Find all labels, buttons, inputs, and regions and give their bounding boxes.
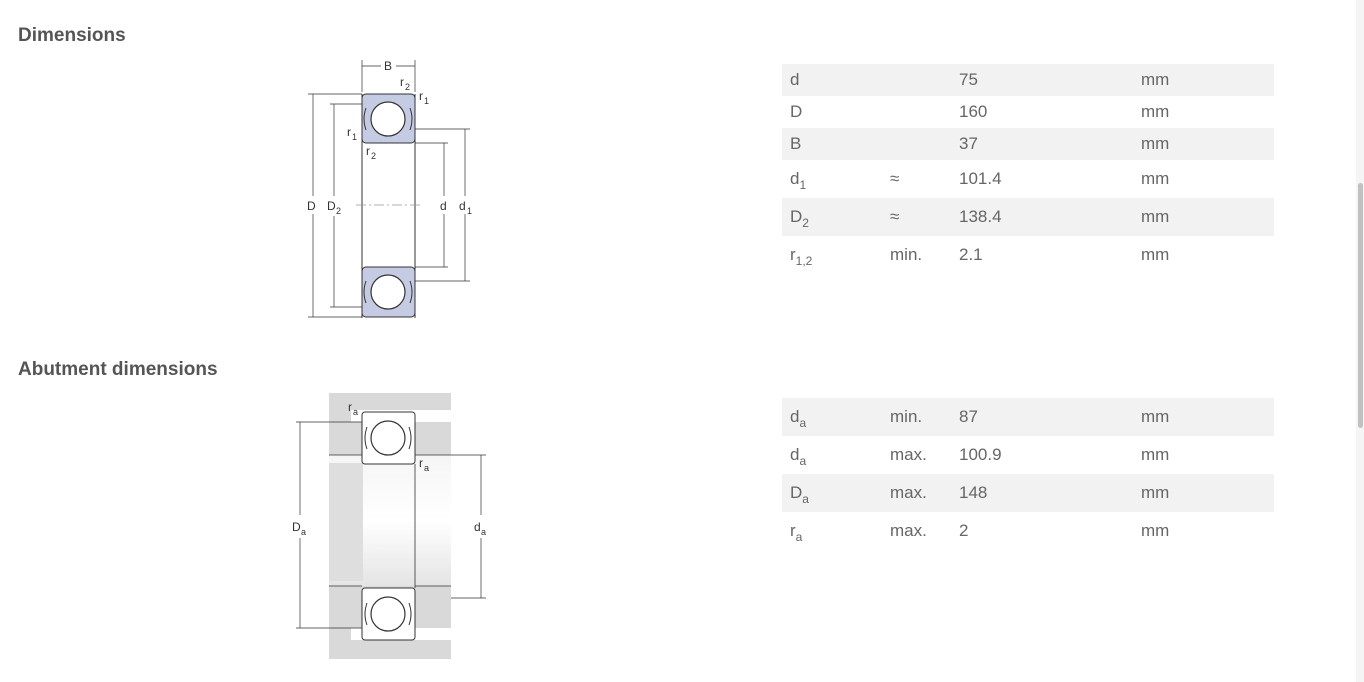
symbol-cell: Da <box>790 483 809 506</box>
symbol-cell: ra <box>790 521 803 544</box>
qualifier-cell <box>882 64 951 96</box>
qualifier-cell <box>882 96 951 128</box>
label-da-sub: a <box>481 527 486 537</box>
table-row: da min. 87 mm <box>782 398 1274 436</box>
scrollbar[interactable] <box>1356 0 1364 682</box>
qualifier-cell: min. <box>890 407 923 426</box>
dimensions-title: Dimensions <box>18 25 126 46</box>
value-cell: 37 <box>959 134 978 153</box>
label-r2-bottom-sub: 2 <box>371 151 376 161</box>
value-cell: 87 <box>959 407 978 426</box>
label-D2: D <box>327 199 336 213</box>
table-row: ra max. 2 mm <box>782 512 1274 550</box>
unit-cell: mm <box>1141 245 1170 264</box>
abutment-diagram: D a d a r a r a <box>292 393 486 659</box>
qualifier-cell: min. <box>890 245 923 264</box>
label-d1-sub: 1 <box>467 206 472 216</box>
qualifier-cell <box>882 128 951 160</box>
label-d1: d <box>459 199 466 213</box>
label-r2-top-sub: 2 <box>405 82 410 92</box>
unit-cell: mm <box>1141 483 1170 502</box>
symbol-cell: r1,2 <box>790 245 813 268</box>
qualifier-cell: max. <box>890 445 927 464</box>
table-row: d1 ≈ 101.4 mm <box>782 160 1274 198</box>
label-D: D <box>307 199 316 213</box>
unit-cell: mm <box>1141 169 1170 188</box>
label-Da-sub: a <box>301 527 306 537</box>
table-row: d 75 mm <box>782 64 1274 96</box>
table-row: D 160 mm <box>782 96 1274 128</box>
label-ra-right: r <box>419 456 423 470</box>
label-D2-sub: 2 <box>336 206 341 216</box>
symbol-cell: D2 <box>790 207 809 230</box>
label-B: B <box>384 59 392 73</box>
unit-cell: mm <box>1141 445 1170 464</box>
unit-cell: mm <box>1141 102 1170 121</box>
label-d: d <box>440 199 447 213</box>
label-r1-left-sub: 1 <box>352 132 357 142</box>
value-cell: 148 <box>959 483 988 502</box>
symbol-cell: D <box>790 102 803 121</box>
table-row: D2 ≈ 138.4 mm <box>782 198 1274 236</box>
label-r2-bottom: r <box>366 144 370 158</box>
value-cell: 100.9 <box>959 445 1002 464</box>
bearing-dimensions-diagram: B r 2 r 1 r 1 r 2 D D 2 d d 1 <box>307 59 472 318</box>
symbol-cell: da <box>790 445 807 468</box>
unit-cell: mm <box>1141 207 1170 226</box>
symbol-cell: d1 <box>790 169 807 192</box>
unit-cell: mm <box>1141 521 1170 540</box>
qualifier-cell: ≈ <box>890 207 900 226</box>
value-cell: 138.4 <box>959 207 1002 226</box>
unit-cell: mm <box>1141 70 1170 89</box>
label-r1-left: r <box>347 125 351 139</box>
qualifier-cell: ≈ <box>890 169 900 188</box>
table-row: Da max. 148 mm <box>782 474 1274 512</box>
table-row: r1,2 min. 2.1 mm <box>782 236 1274 274</box>
label-ra-top-sub: a <box>353 407 358 417</box>
label-r1-right: r <box>419 89 423 103</box>
symbol-cell: B <box>790 134 802 153</box>
value-cell: 75 <box>959 70 978 89</box>
label-ra-right-sub: a <box>424 463 429 473</box>
value-cell: 160 <box>959 102 988 121</box>
qualifier-cell: max. <box>890 521 927 540</box>
value-cell: 101.4 <box>959 169 1002 188</box>
label-ra-top: r <box>348 400 352 414</box>
qualifier-cell: max. <box>890 483 927 502</box>
symbol-cell: d <box>790 70 800 89</box>
label-r2-top: r <box>400 75 404 89</box>
label-da: d <box>474 520 481 534</box>
abutment-title: Abutment dimensions <box>18 359 218 380</box>
unit-cell: mm <box>1141 134 1170 153</box>
unit-cell: mm <box>1141 407 1170 426</box>
value-cell: 2.1 <box>959 245 983 264</box>
table-row: da max. 100.9 mm <box>782 436 1274 474</box>
label-Da: D <box>292 520 301 534</box>
label-r1-right-sub: 1 <box>424 96 429 106</box>
value-cell: 2 <box>959 521 969 540</box>
symbol-cell: da <box>790 407 807 430</box>
table-row: B 37 mm <box>782 128 1274 160</box>
abutment-table: da min. 87 mm da max. 100.9 mm Da max. 1… <box>782 398 1274 550</box>
scrollbar-thumb[interactable] <box>1358 183 1363 428</box>
dimensions-table: d 75 mm D 160 mm B 37 mm d1 ≈ 101.4 mm D… <box>782 64 1274 274</box>
